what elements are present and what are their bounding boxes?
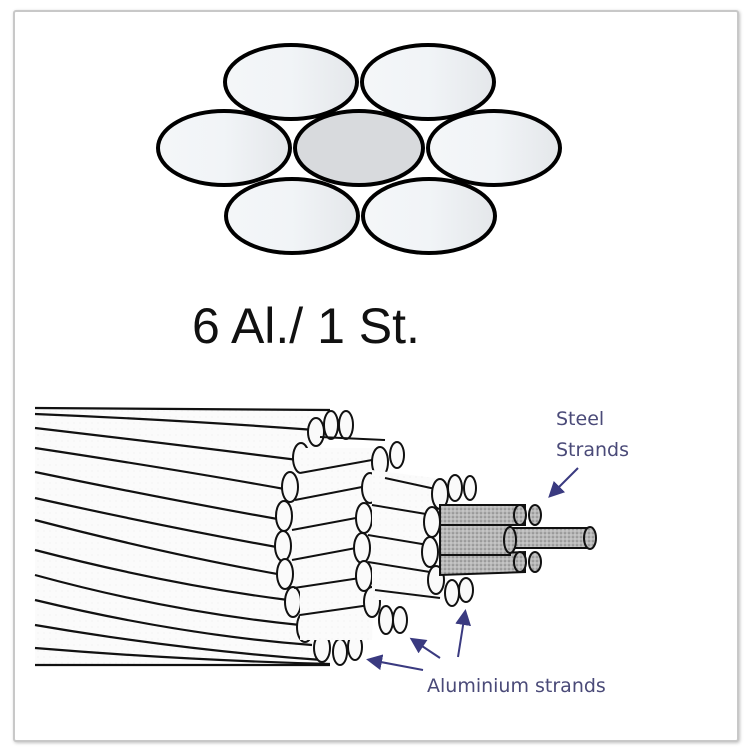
cable-illustration: [34, 406, 597, 667]
steel-core-strand: [293, 109, 425, 187]
steel-arrow: [548, 467, 579, 498]
cross-section: [156, 43, 562, 255]
aluminium-strands-label: Aluminium strands: [427, 675, 606, 697]
aluminium-arrow-3: [455, 609, 472, 658]
aluminium-arrow-1: [366, 654, 424, 671]
aluminium-strand-top-left: [223, 43, 359, 121]
aluminium-strand-left: [156, 109, 292, 187]
steel-label-line1: Steel: [556, 408, 604, 430]
aluminium-strand-bottom-right: [361, 177, 497, 255]
aluminium-strand-bottom-left: [224, 177, 360, 255]
steel-label-line2: Strands: [556, 439, 629, 461]
steel-strands-label: Steel Strands: [556, 408, 629, 461]
strand-configuration-title: 6 Al./ 1 St.: [192, 298, 420, 354]
aluminium-strand-top-right: [360, 43, 496, 121]
aluminium-strand-right: [426, 109, 562, 187]
aluminium-arrow-2: [409, 637, 441, 659]
